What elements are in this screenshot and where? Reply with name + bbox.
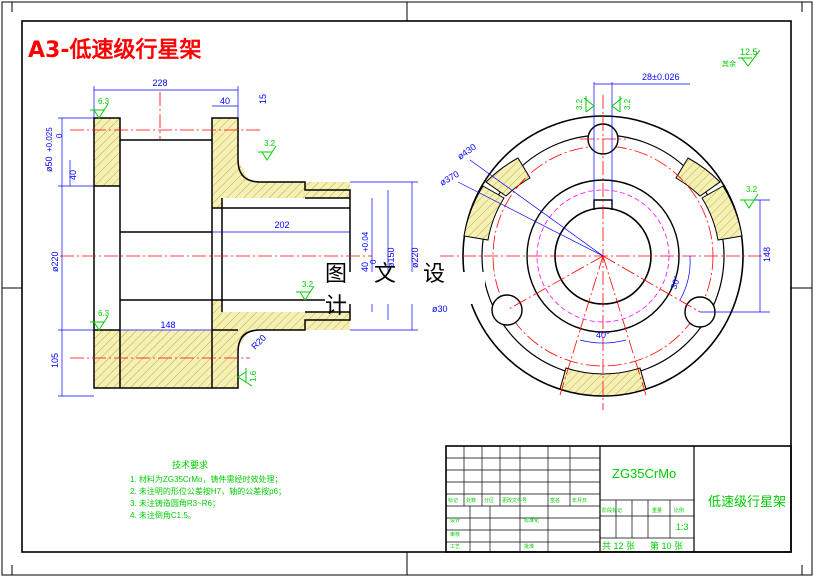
tech-heading: 技术要求	[172, 459, 208, 470]
svg-text:工艺: 工艺	[450, 544, 460, 550]
dim-40-tol-low: 0	[369, 259, 378, 264]
section-centerlines	[60, 92, 372, 359]
svg-text:处数: 处数	[466, 497, 476, 504]
dim-phi220: ø220	[50, 251, 60, 272]
dim-tol-50: +0.025	[45, 127, 54, 152]
sheet-number: 第 10 张	[650, 540, 683, 551]
svg-text:重量: 重量	[652, 507, 662, 514]
roughness-general-value: 12.5	[740, 47, 758, 57]
material-label: ZG35CrMo	[612, 466, 676, 481]
svg-text:分区: 分区	[484, 497, 494, 504]
rough-d: 6.3	[98, 309, 110, 318]
rough-c: 3.2	[302, 280, 314, 289]
roughness-other-label: 其余	[722, 59, 736, 68]
dim-bottom: ø30	[432, 304, 448, 314]
watermark-banner: 图 文 设 计	[325, 262, 485, 319]
tech-requirements: 技术要求 1. 材料为ZG35CrMo，铸件需经时效处理； 2. 未注明的形位公…	[130, 459, 286, 520]
dim-tol-50b: 0	[55, 133, 64, 138]
drawing-title: A3-低速级行星架	[28, 37, 201, 63]
dim-phi50: ø50	[44, 156, 54, 172]
dim-width: 228	[152, 78, 167, 88]
dim-40-side: 40	[68, 170, 78, 180]
dim-15: 15	[258, 94, 268, 104]
rough-e: 1.6	[249, 370, 258, 382]
dim-148-right: 148	[762, 247, 772, 262]
svg-text:设计: 设计	[450, 517, 460, 524]
dim-phi370: ø370	[438, 169, 461, 188]
dim-phi220b: ø220	[410, 247, 420, 268]
svg-text:批准: 批准	[524, 543, 534, 550]
dim-r20: R20	[249, 333, 268, 352]
part-name: 低速级行星架	[708, 494, 786, 509]
svg-text:年月日: 年月日	[572, 497, 587, 504]
svg-text:审核: 审核	[450, 531, 460, 538]
section-outline	[93, 117, 351, 389]
dim-phi430: ø430	[455, 142, 478, 162]
scale-value: 1:3	[676, 522, 689, 532]
rough-right-b: 3.2	[623, 98, 632, 110]
svg-text:比例: 比例	[674, 507, 684, 514]
dim-40-tol: 40	[360, 262, 370, 272]
dim-top: 28±0.026	[642, 72, 679, 82]
title-block-text: ZG35CrMo 低速级行星架 1:3 共 12 张 第 10 张 标记 处数 …	[448, 466, 786, 551]
rough-b: 3.2	[264, 139, 276, 148]
dim-148: 148	[160, 320, 175, 330]
svg-text:签名: 签名	[550, 497, 560, 504]
end-view: 28±0.026 ø430 ø370 148 30° 40° 3.2 3.2 3…	[438, 72, 772, 410]
svg-text:阶段标记: 阶段标记	[602, 507, 622, 514]
section-roughness-marks	[90, 103, 315, 387]
rough-a: 6.3	[98, 97, 110, 106]
title-block	[445, 445, 792, 553]
tech-item-1: 1. 材料为ZG35CrMo，铸件需经时效处理；	[130, 474, 282, 484]
sheet-total: 共 12 张	[602, 541, 635, 551]
general-roughness: 其余 12.5	[722, 47, 761, 68]
svg-text:标记: 标记	[448, 497, 458, 504]
angle-30: 30°	[668, 274, 682, 291]
rough-right-a: 3.2	[575, 98, 584, 110]
dim-phi150: ø150	[386, 247, 396, 268]
section-view: 228 40 15 ø50 +0.025 0 40 ø220 105 202 1…	[44, 78, 448, 397]
tech-item-3: 3. 未注铸造圆角R3~R6；	[130, 498, 220, 508]
dim-202: 202	[274, 220, 289, 230]
tech-item-4: 4. 未注倒角C1.5。	[130, 510, 196, 520]
dim-105: 105	[50, 353, 60, 368]
angle-40: 40°	[596, 330, 610, 340]
rough-right-c: 3.2	[746, 185, 758, 194]
svg-text:标准化: 标准化	[524, 517, 539, 524]
svg-text:更改文件号: 更改文件号	[502, 497, 527, 504]
hatch-regions	[94, 118, 350, 388]
dim-40-tol-up: +0.04	[361, 231, 370, 252]
dim-40: 40	[220, 96, 230, 106]
tech-item-2: 2. 未注明的形位公差按H7，轴的公差按p6；	[130, 486, 286, 496]
